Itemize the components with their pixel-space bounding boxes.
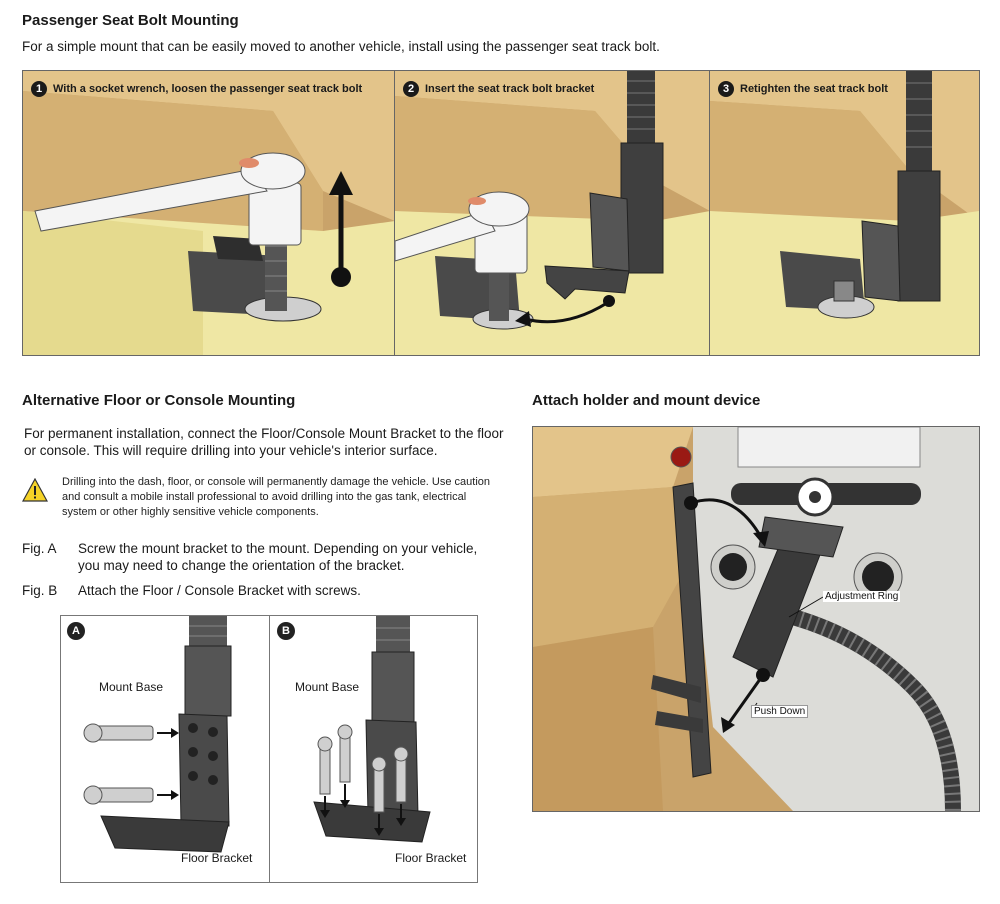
warning-text: Drilling into the dash, floor, or consol… [62,476,491,518]
step1-number: 1 [31,81,47,97]
holder-illustration [533,427,979,811]
push-down-label: Push Down [751,705,809,718]
fig-b-floor-bracket-label: Floor Bracket [395,851,467,865]
fig-a-text: Screw the mount bracket to the mount. De… [78,541,478,573]
holder-panel: Adjustment Ring Push Down [532,426,980,812]
step2-text: Insert the seat track bolt bracket [425,83,595,95]
fig-a-badge: A [67,622,85,640]
fig-a-mount-base-label: Mount Base [99,680,164,694]
bracket-diagram: A Mount Base Floor Bracket B [60,615,478,883]
step1-label: 1 With a socket wrench, loosen the passe… [31,81,362,97]
step1-panel: 1 With a socket wrench, loosen the passe… [22,70,396,356]
step2-label: 2 Insert the seat track bolt bracket [403,81,594,97]
step3-number: 3 [718,81,734,97]
step2-illustration [395,71,710,355]
fig-b-badge: B [277,622,295,640]
fig-a-key: Fig. A [22,541,57,556]
fig-a-illustration [83,616,232,853]
step2-panel: 2 Insert the seat track bolt bracket [394,70,711,356]
step3-label: 3 Retighten the seat track bolt [718,81,888,97]
step2-number: 2 [403,81,419,97]
fig-a-floor-bracket-label: Floor Bracket [181,851,253,865]
fig-b-key: Fig. B [22,583,58,598]
step3-panel: 3 Retighten the seat track bolt [709,70,980,356]
step3-text: Retighten the seat track bolt [740,83,888,95]
section1-title: Passenger Seat Bolt Mounting [22,12,239,29]
fig-b-mount-base-label: Mount Base [295,680,360,694]
section2-title: Alternative Floor or Console Mounting [22,392,296,409]
section2-intro: For permanent installation, connect the … [24,426,504,458]
section1-subtitle: For a simple mount that can be easily mo… [22,39,660,54]
step1-illustration [23,71,395,355]
fig-b-text: Attach the Floor / Console Bracket with … [78,583,361,598]
section3-title: Attach holder and mount device [532,392,761,409]
adjustment-ring-label: Adjustment Ring [823,591,901,602]
step1-text: With a socket wrench, loosen the passeng… [53,83,363,95]
fig-b-illustration [313,616,431,843]
warning-triangle-icon [22,478,52,504]
step3-illustration [710,71,979,355]
